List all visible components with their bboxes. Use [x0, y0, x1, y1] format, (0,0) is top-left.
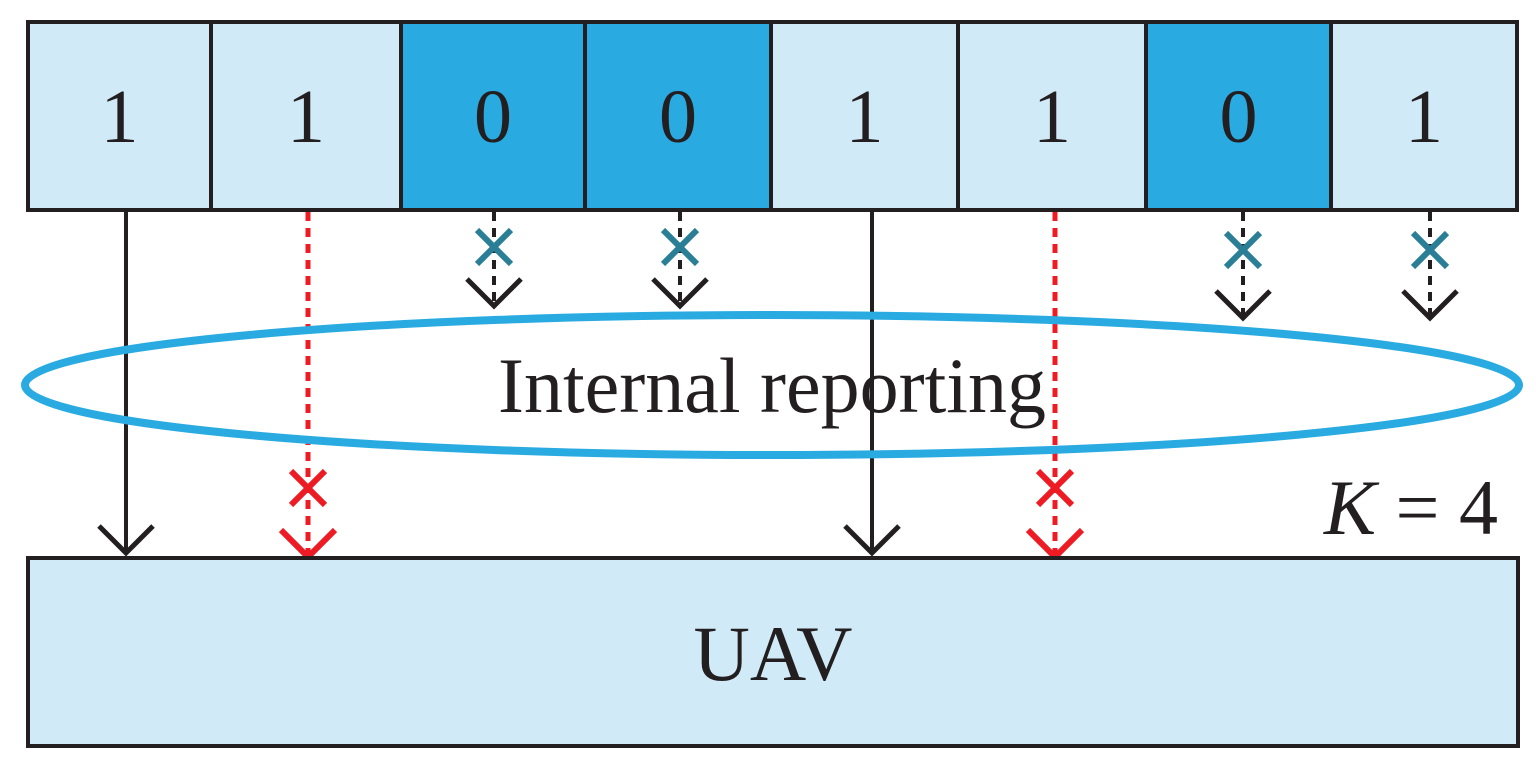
k-value: = 4: [1376, 464, 1498, 551]
bit-cell: [769, 20, 960, 212]
bit-value: 1: [287, 75, 325, 159]
bit-cell: [26, 20, 213, 212]
arrows-group: [97, 212, 1459, 562]
bit-value: 1: [1033, 75, 1071, 159]
blocked-x-icon: [1223, 230, 1263, 270]
bit-value: 1: [101, 75, 139, 159]
bit-value: 1: [1405, 75, 1443, 159]
bit-value: 0: [474, 75, 512, 159]
uav-label: UAV: [694, 610, 853, 697]
internal-reporting-ellipse: [21, 311, 1523, 459]
bit-cell: [399, 20, 587, 212]
bit-cell: [1144, 20, 1333, 212]
blocked-x-icon: [474, 227, 514, 267]
bit-value: 0: [659, 75, 697, 159]
blocked-x-icon: [660, 227, 700, 267]
arrowhead: [1401, 289, 1459, 322]
arrowhead: [843, 524, 901, 557]
arrowhead: [651, 277, 709, 310]
k-label: K = 4: [1323, 464, 1498, 551]
bit-cell: [209, 20, 403, 212]
bit-cell: [1329, 20, 1519, 212]
blocked-x-icon: [288, 468, 328, 508]
blocked-x-icon: [1410, 230, 1450, 270]
arrowhead: [465, 277, 523, 310]
uav-box: [26, 556, 1520, 748]
bit-value: 0: [1220, 75, 1258, 159]
bit-value: 1: [846, 75, 884, 159]
arrowhead: [97, 524, 155, 557]
bit-cells-row: 1 1 0 0 1 1 0 1: [26, 20, 1519, 212]
blocked-x-icon: [1035, 468, 1075, 508]
k-variable: K: [1323, 464, 1380, 551]
arrowhead: [1214, 289, 1272, 322]
bit-cell: [956, 20, 1148, 212]
internal-reporting-label: Internal reporting: [498, 342, 1046, 429]
